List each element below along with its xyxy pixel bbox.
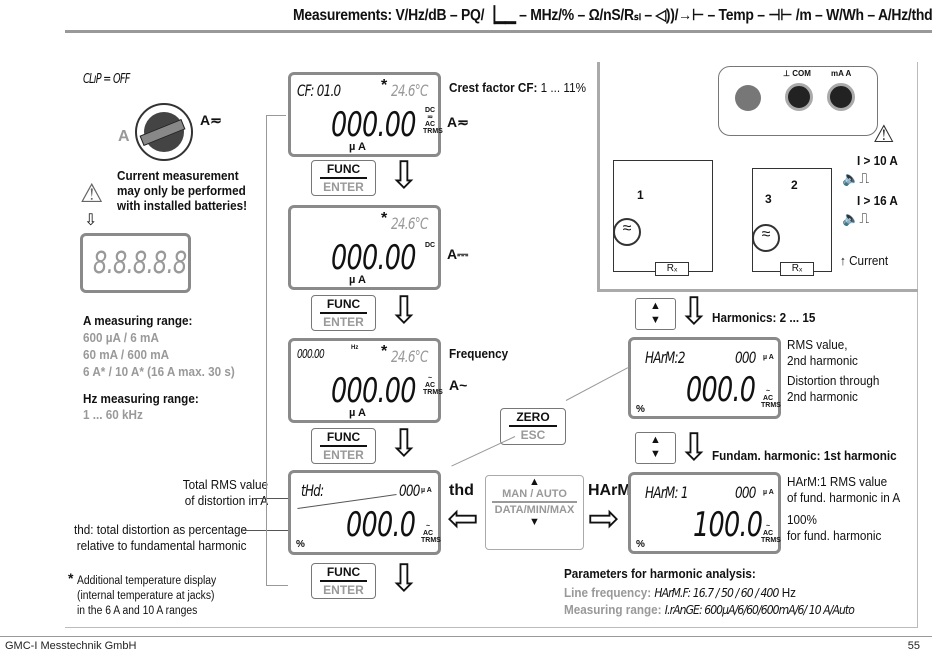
- a-range-title: A measuring range:: [83, 313, 193, 328]
- a-range-2: 60 mA / 600 mA: [83, 347, 170, 362]
- flow-line: [266, 585, 288, 586]
- arrow-down-icon: ⇩: [388, 558, 420, 600]
- switch-label-a: A: [118, 128, 130, 145]
- a-range-1: 600 µA / 6 mA: [83, 330, 159, 345]
- current-label: ↑ Current: [840, 253, 889, 268]
- step-3-marker: 3: [765, 192, 772, 206]
- up-down-button[interactable]: ▲▼: [635, 298, 676, 330]
- circuit-1: [613, 160, 713, 272]
- warning-icon: ⚠: [80, 178, 104, 208]
- crest-factor-note: Crest factor CF: 1 ... 11%: [449, 80, 586, 95]
- arrow-right-icon: ⇨: [588, 498, 620, 540]
- limit-16a: I > 16 A: [857, 193, 898, 208]
- resistor: Rₓ: [780, 262, 814, 276]
- hz-range: 1 ... 60 kHz: [83, 407, 143, 422]
- arrow-left-icon: ⇦: [447, 498, 479, 540]
- arrow-down-icon: ⇩: [388, 155, 420, 197]
- ac-source-icon: ≈: [613, 218, 641, 246]
- rotary-switch-icon: [135, 103, 193, 161]
- lcd-segment-test: 8.8.8.8.8: [80, 233, 191, 293]
- leader-line: [255, 498, 290, 499]
- lcd-frequency: 000.00 Hz * 24.6°C 000.00 ~ AC TRMS µ A: [288, 338, 443, 423]
- flow-line: [266, 115, 267, 585]
- meter-jacks-panel: ⊥ COM mA A: [718, 66, 878, 136]
- arrow-down-icon: ⇩: [388, 290, 420, 332]
- footer-company: GMC-I Messtechnik GmbH: [5, 640, 137, 652]
- beep-icon: 🔈⎍: [842, 210, 870, 226]
- step-1-marker: 1: [637, 188, 644, 202]
- side-label-dc: A⎓: [447, 246, 469, 262]
- page-header-title: Measurements: V/Hz/dB – PQ/▕▁▁ – MHz/% –…: [292, 7, 933, 24]
- beep-icon: 🔈⎍: [842, 170, 870, 186]
- leader-line: [243, 530, 288, 531]
- side-label-ac-dc: A≂: [447, 114, 469, 130]
- harmonics-range: Harmonics: 2 ... 15: [712, 310, 816, 325]
- a-range-3: 6 A* / 10 A* (16 A max. 30 s): [83, 364, 235, 379]
- resistor: Rₓ: [655, 262, 689, 276]
- thd-label: thd: [449, 482, 474, 499]
- page-number: 55: [907, 640, 920, 652]
- limit-10a: I > 10 A: [857, 153, 898, 168]
- params-title: Parameters for harmonic analysis:: [564, 566, 756, 581]
- arrow-down-icon: ⇩: [388, 423, 420, 465]
- step-2-marker: 2: [791, 178, 798, 192]
- footnote: Additional temperature display(internal …: [77, 575, 217, 617]
- arrow-down-icon: ⇩: [84, 212, 98, 229]
- footer-divider: [0, 636, 932, 637]
- up-down-button[interactable]: ▲▼: [635, 432, 676, 464]
- arrow-down-icon: ⇩: [678, 427, 710, 469]
- warning-icon: ⚠: [873, 121, 895, 148]
- lcd-dc-current: * 24.6°C 000.00 DC µ A: [288, 205, 441, 290]
- harm-label: HArM: [588, 482, 631, 499]
- arrow-down-icon: ⇩: [678, 291, 710, 333]
- line-frequency: Line frequency: HArM.F: 16.7 / 50 / 60 /…: [564, 585, 797, 600]
- measuring-range: Measuring range: I.rAnGE: 600µA/6/60/600…: [564, 602, 855, 617]
- man-auto-data-button[interactable]: ▲ MAN / AUTO DATA/MIN/MAX ▼: [485, 475, 584, 550]
- clip-setting: CLıP = OFF: [83, 72, 130, 87]
- side-label-ac: A~: [449, 377, 468, 393]
- lcd-harmonic-2: HArM:2 000 µ A 000.0 ~ AC TRMS %: [628, 337, 781, 419]
- hz-range-title: Hz measuring range:: [83, 391, 199, 406]
- lcd-harmonic-1: HArM: 1 000 µ A 100.0 ~ AC TRMS %: [628, 472, 781, 554]
- fundamental-title: Fundam. harmonic: 1st harmonic: [712, 448, 897, 463]
- ac-source-icon: ≈: [752, 224, 780, 252]
- lcd-crest-factor: CF: 01.0 * 24.6°C 000.00 DC ≂ AC TRMS µ …: [288, 72, 443, 157]
- frequency-note: Frequency: [449, 346, 509, 361]
- lcd-thd: tHd: 000 µ A 000.0 ~ AC TRMS %: [288, 470, 441, 555]
- connection-diagram: [597, 62, 918, 292]
- header-divider: [65, 30, 932, 33]
- switch-label-ac-dc: A≂: [200, 112, 222, 128]
- footnote-star: *: [68, 570, 74, 586]
- content-frame: [65, 62, 918, 628]
- flow-line: [266, 115, 286, 116]
